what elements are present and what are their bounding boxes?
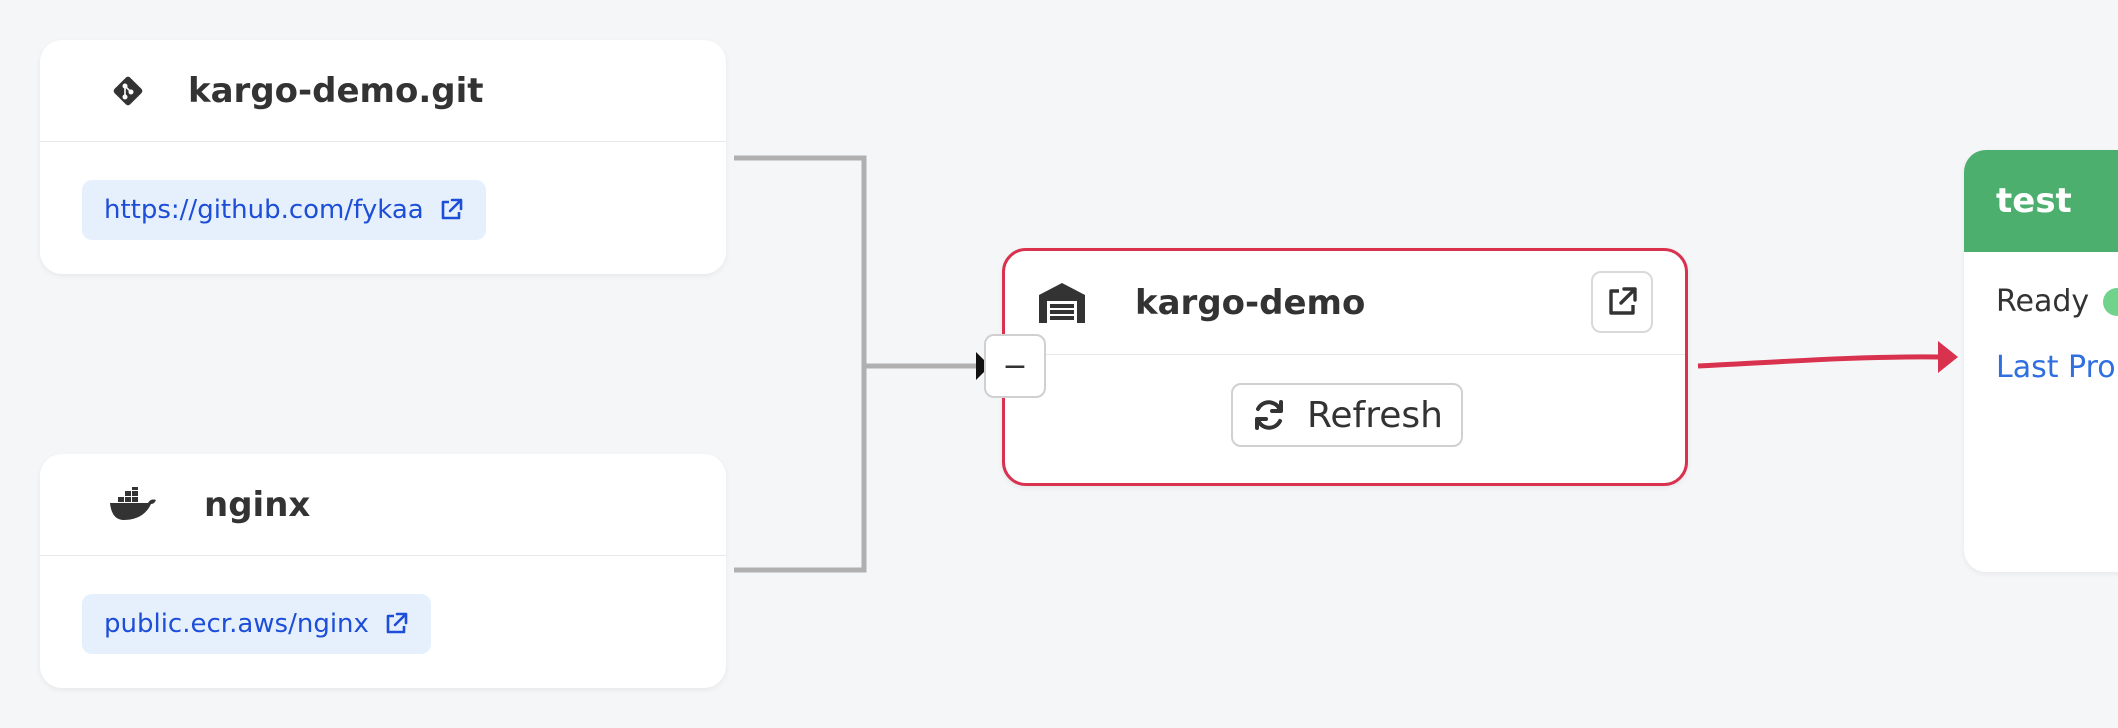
refresh-label: Refresh <box>1307 394 1443 436</box>
stage-status-text: Ready <box>1996 284 2090 319</box>
source-card-header: nginx <box>40 454 726 556</box>
edge-nginx-to-warehouse <box>734 366 867 573</box>
warehouse-card-header: kargo-demo <box>1005 251 1685 355</box>
stage-card[interactable]: test Ready Last Prom <box>1964 150 2118 572</box>
warehouse-name: kargo-demo <box>1135 282 1366 323</box>
source-link-text: public.ecr.aws/nginx <box>104 609 369 639</box>
stage-status: Ready <box>1996 284 2118 319</box>
warehouse-icon <box>1037 281 1087 325</box>
source-name: kargo-demo.git <box>188 70 484 111</box>
status-dot-icon <box>2103 287 2118 316</box>
external-link-icon <box>441 198 462 220</box>
collapse-button[interactable]: − <box>984 334 1046 398</box>
edge-input-arrowhead <box>976 352 990 380</box>
source-card-image[interactable]: nginx public.ecr.aws/nginx <box>40 454 726 688</box>
edge-warehouse-to-stage <box>1697 354 1941 369</box>
git-icon <box>108 71 148 111</box>
last-promotion-link[interactable]: Last Prom <box>1996 350 2118 385</box>
source-link[interactable]: public.ecr.aws/nginx <box>82 594 431 654</box>
source-name: nginx <box>204 484 311 525</box>
open-warehouse-button[interactable] <box>1591 271 1653 333</box>
stage-name: test <box>1996 181 2072 221</box>
external-link-icon <box>1609 287 1637 315</box>
external-link-icon <box>386 612 408 634</box>
edge-git-to-warehouse <box>734 155 978 369</box>
refresh-icon <box>1255 400 1284 430</box>
source-card-header: kargo-demo.git <box>40 40 726 142</box>
source-link[interactable]: https://github.com/fykaa <box>82 180 486 240</box>
edge-output-arrowhead <box>1938 341 1958 373</box>
source-card-git[interactable]: kargo-demo.git https://github.com/fykaa <box>40 40 726 274</box>
collapse-label: − <box>1002 348 1028 384</box>
source-link-text: https://github.com/fykaa <box>104 195 424 225</box>
docker-icon <box>108 485 160 525</box>
stage-header: test <box>1964 150 2118 252</box>
warehouse-card[interactable]: kargo-demo Refresh <box>1002 248 1688 486</box>
refresh-button[interactable]: Refresh <box>1231 383 1463 447</box>
